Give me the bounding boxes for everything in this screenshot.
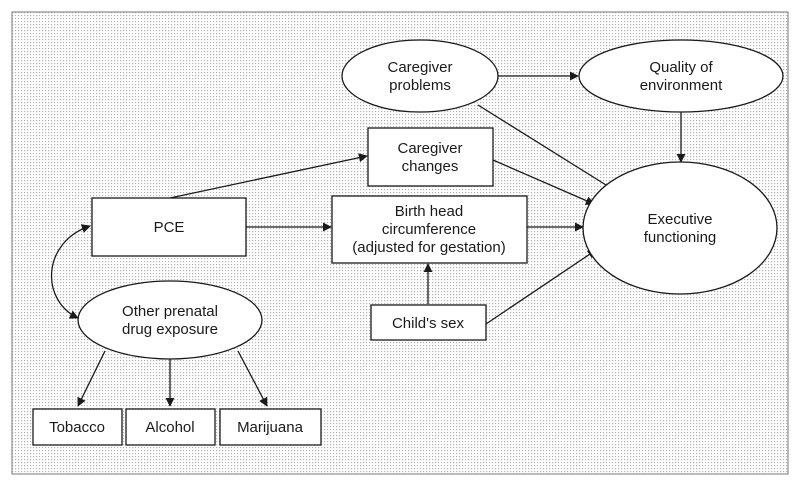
box-shape xyxy=(219,408,322,446)
edge-pce-other-prenatal-correlation xyxy=(50,224,91,319)
oval-shape xyxy=(582,161,778,295)
edge-other-prenatal-to-marijuana xyxy=(237,350,268,407)
box-shape xyxy=(91,197,247,257)
node-label: Tobacco xyxy=(49,419,105,436)
box-shape xyxy=(32,408,123,446)
label-line: Birth head xyxy=(395,203,463,220)
node-marijuana: Marijuana xyxy=(219,408,322,446)
oval-shape xyxy=(341,39,499,113)
edge-caregiver-changes-to-executive xyxy=(492,159,595,205)
label-line: Marijuana xyxy=(237,419,304,436)
node-label: Marijuana xyxy=(237,419,304,436)
label-line: Tobacco xyxy=(49,419,105,436)
label-line: Executive xyxy=(647,211,712,228)
label-line: Quality of xyxy=(649,59,713,76)
node-pce: PCE xyxy=(91,197,247,257)
label-line: problems xyxy=(389,77,451,94)
node-tobacco: Tobacco xyxy=(32,408,123,446)
label-line: drug exposure xyxy=(122,321,218,338)
oval-shape xyxy=(578,39,784,113)
edge-childs-sex-to-executive xyxy=(485,249,597,325)
label-line: changes xyxy=(402,158,459,175)
label-line: Alcohol xyxy=(145,419,194,436)
label-line: Child's sex xyxy=(392,315,465,332)
edge-caregiver-problems-to-executive xyxy=(477,104,615,191)
label-line: (adjusted for gestation) xyxy=(352,239,505,256)
node-label: Alcohol xyxy=(145,419,194,436)
label-line: Caregiver xyxy=(387,59,452,76)
label-line: functioning xyxy=(644,229,717,246)
box-shape xyxy=(367,127,494,187)
edge-pce-to-caregiver-changes xyxy=(169,153,368,199)
label-line: circumference xyxy=(382,221,476,238)
box-shape xyxy=(125,408,216,446)
node-label: Child's sex xyxy=(392,315,465,332)
node-label: PCE xyxy=(154,219,185,236)
label-line: PCE xyxy=(154,219,185,236)
label-line: environment xyxy=(640,77,723,94)
label-line: Caregiver xyxy=(397,140,462,157)
node-alcohol: Alcohol xyxy=(125,408,216,446)
oval-shape xyxy=(77,280,263,360)
node-childs-sex: Child's sex xyxy=(370,304,487,341)
box-shape xyxy=(370,304,487,341)
box-shape xyxy=(331,195,528,264)
label-line: Other prenatal xyxy=(122,303,218,320)
edge-other-prenatal-to-tobacco xyxy=(77,350,106,407)
edges xyxy=(50,71,686,407)
